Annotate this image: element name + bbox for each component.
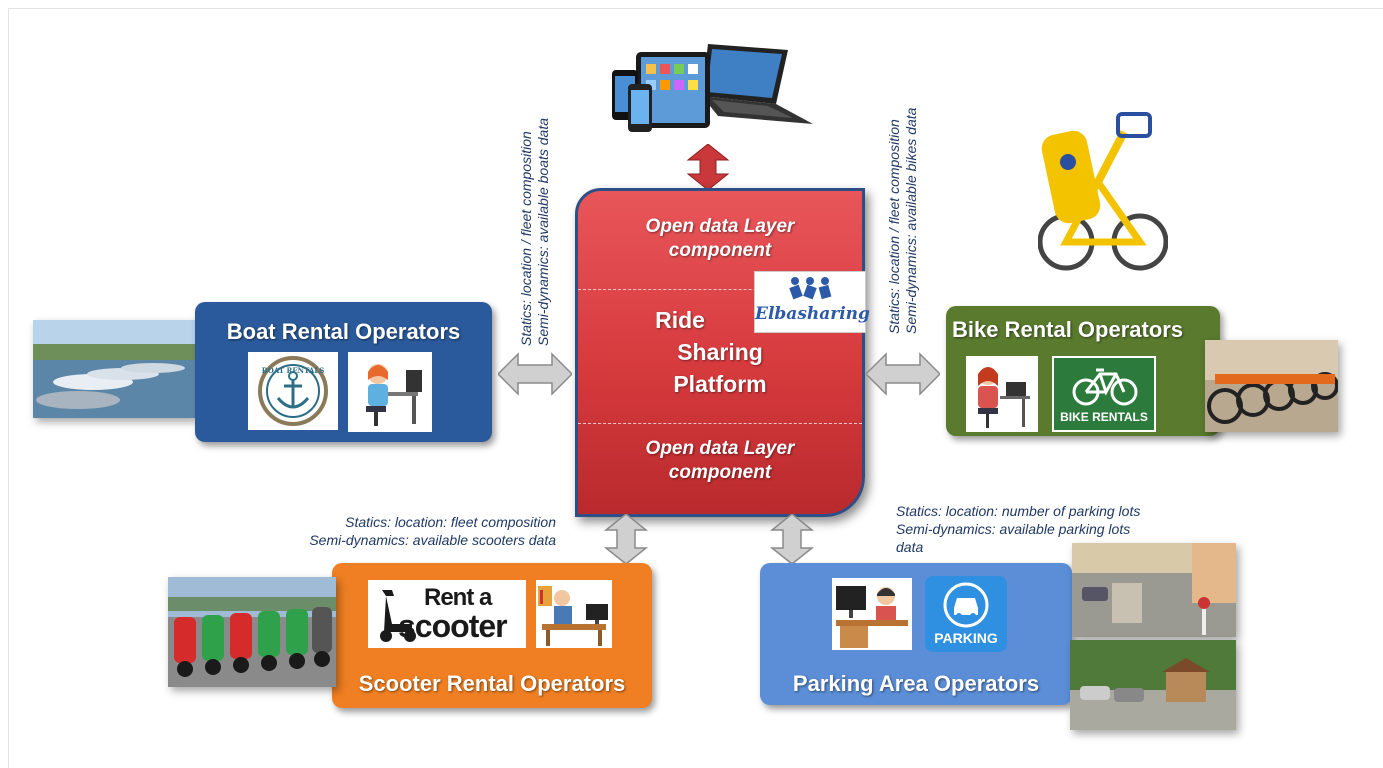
rent-a-scooter-line2: scooter	[398, 608, 508, 644]
boat-note-line1: Statics: location / fleet composition	[518, 131, 534, 346]
boat-operator-illustration	[348, 352, 432, 432]
boat-rentals-logo-text: BOAT RENTALS	[261, 366, 325, 375]
parking-sign: PARKING	[925, 576, 1007, 652]
parking-note-line3: data	[896, 539, 924, 555]
parking-note: Statics: location: number of parking lot…	[896, 502, 1196, 556]
parking-sign-text: PARKING	[934, 630, 998, 646]
scooter-note: Statics: location: fleet composition Sem…	[240, 513, 556, 549]
parking-operator-illustration	[832, 578, 912, 650]
boat-box-title: Boat Rental Operators	[226, 319, 461, 344]
car-icon	[943, 582, 989, 628]
elbasharing-figures-icon	[789, 277, 832, 300]
scooter-platform-arrow	[604, 514, 648, 564]
parking-photo-top	[1072, 543, 1236, 637]
ride-sharing-platform: Open data Layer component Ride Sharing P…	[575, 188, 865, 517]
platform-top-label: Open data Layer component	[645, 216, 795, 261]
devices-image	[608, 40, 818, 140]
platform-center-line1: Ride	[655, 307, 705, 333]
rent-a-scooter-line1: Rent a	[424, 584, 492, 611]
elbasharing-logo: Elbasharing	[754, 271, 870, 333]
parking-note-line2: Semi-dynamics: available parking lots	[896, 521, 1131, 537]
bike-note-line2: Semi-dynamics: available bikes data	[903, 107, 919, 334]
parking-photo-bottom	[1070, 640, 1236, 730]
parking-platform-arrow	[770, 514, 814, 564]
platform-center-line3: Platform	[673, 371, 767, 397]
bike-box-title: Bike Rental Operators	[952, 317, 1184, 342]
boat-rentals-logo: BOAT RENTALS	[248, 352, 338, 430]
bike-note-line1: Statics: location / fleet composition	[886, 119, 902, 334]
scooter-note-line2: Semi-dynamics: available scooters data	[309, 532, 556, 548]
scooters-photo	[168, 577, 336, 687]
bike-note: Statics: location / fleet composition Se…	[886, 108, 920, 334]
boat-rental-operators-box: Boat Rental Operators	[195, 302, 492, 442]
scooter-operator-illustration	[536, 580, 612, 648]
platform-bottom-label: Open data Layer component	[645, 438, 795, 483]
platform-divider-top	[578, 289, 862, 290]
boat-platform-arrow	[498, 352, 572, 396]
platform-center-line2: Sharing	[677, 339, 763, 365]
platform-divider-bottom	[578, 423, 862, 424]
bike-rentals-sign: BIKE RENTALS	[1052, 356, 1156, 432]
boat-note-line2: Semi-dynamics: available boats data	[535, 117, 551, 346]
boats-photo	[33, 320, 195, 418]
bicycle-icon	[1072, 368, 1138, 406]
devices-arrow	[686, 144, 730, 190]
scooter-box-title: Scooter Rental Operators	[358, 671, 626, 696]
scooter-logo-icon	[380, 590, 416, 642]
parking-area-operators-box: Parking Area Operators	[760, 563, 1072, 705]
bike-rentals-sign-text: BIKE RENTALS	[1060, 410, 1148, 424]
bikes-row-photo	[1205, 340, 1338, 432]
bike-platform-arrow	[866, 352, 940, 396]
parking-box-title: Parking Area Operators	[792, 671, 1040, 696]
boat-note: Statics: location / fleet composition Se…	[518, 118, 552, 346]
yellow-bike-image	[1037, 92, 1169, 282]
elbasharing-logo-text: Elbasharing	[755, 304, 870, 324]
bike-operator-illustration	[966, 356, 1038, 432]
parking-note-line1: Statics: location: number of parking lot…	[896, 503, 1141, 519]
rent-a-scooter-logo: Rent a scooter	[368, 580, 526, 648]
scooter-note-line1: Statics: location: fleet composition	[345, 514, 556, 530]
